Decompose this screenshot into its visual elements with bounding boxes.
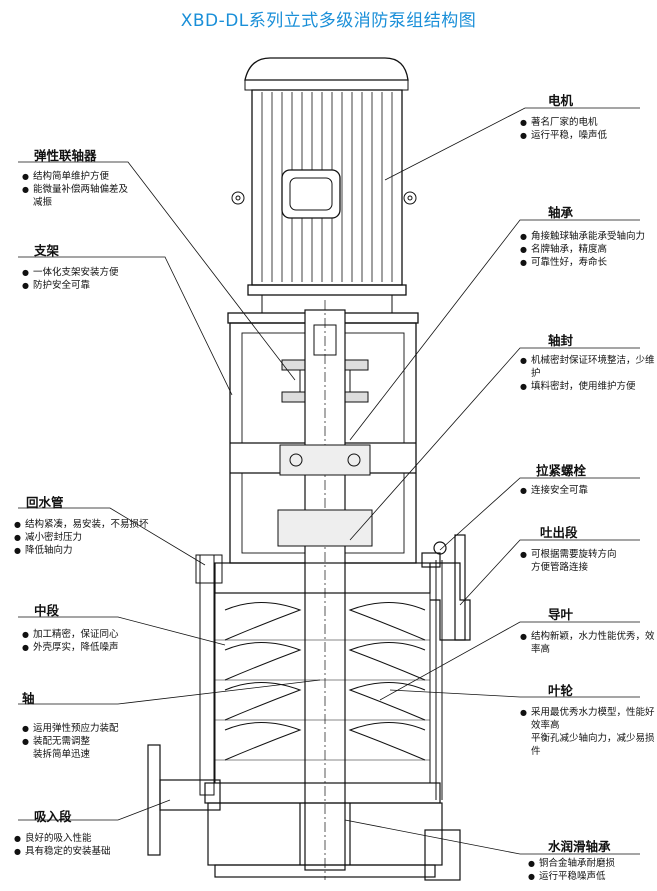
list-item: 采用最优秀水力模型，性能好效率高	[520, 706, 655, 732]
list-item: 装拆简单迅速	[33, 749, 91, 760]
list-item: 防护安全可靠	[22, 279, 162, 292]
list-item: 良好的吸入性能	[14, 832, 154, 845]
list-item: 结构紧凑，易安装，不易损坏	[14, 518, 184, 531]
bullets-bracket: 一体化支架安装方便 防护安全可靠	[22, 266, 162, 292]
label-tie-bolt: 拉紧螺栓	[536, 463, 587, 478]
bearing	[277, 444, 373, 547]
label-middle-section: 中段	[34, 603, 60, 618]
bullets-tie-bolt: 连接安全可靠	[520, 484, 650, 497]
list-item: 外壳厚实，降低噪声	[22, 641, 172, 654]
bullets-bearing: 角接触球轴承能承受轴向力 名牌轴承，精度高 可靠性好，寿命长	[520, 230, 655, 269]
suction	[147, 744, 461, 881]
label-return-pipe: 回水管	[26, 495, 64, 510]
list-item: 机械密封保证环境整洁，少维护	[520, 354, 655, 380]
list-item: 降低轴向力	[14, 544, 184, 557]
list-item: 角接触球轴承能承受轴向力	[520, 230, 655, 243]
label-discharge-section: 吐出段	[540, 525, 578, 540]
list-item: 运行平稳，噪声低	[520, 129, 650, 142]
return-pipe	[195, 554, 443, 800]
list-item: 加工精密，保证同心	[22, 628, 172, 641]
label-shaft-seal: 轴封	[548, 333, 574, 348]
list-item: 连接安全可靠	[520, 484, 650, 497]
list-item: 装配无需调整	[22, 735, 162, 748]
list-item: 具有稳定的安装基础	[14, 845, 154, 858]
label-coupling: 弹性联轴器	[34, 148, 97, 163]
list-item: 减小密封压力	[14, 531, 184, 544]
bullets-discharge-section: 可根据需要旋转方向 方便管路连接	[520, 548, 650, 574]
leader-lines	[18, 107, 640, 855]
list-item: 运用弹性预应力装配	[22, 722, 162, 735]
label-shaft: 轴	[22, 691, 35, 706]
list-item: 平衡孔减少轴向力，减少易损件	[531, 733, 655, 757]
bullets-coupling: 结构简单维护方便 能微量补偿两轴偏差及减振	[22, 170, 132, 209]
bullets-return-pipe: 结构紧凑，易安装，不易损坏 减小密封压力 降低轴向力	[14, 518, 184, 557]
label-bearing: 轴承	[548, 205, 574, 220]
list-item: 填料密封，使用维护方便	[520, 380, 655, 393]
list-item: 方便管路连接	[531, 562, 589, 573]
list-item: 运行平稳噪声低	[528, 870, 653, 883]
label-guide-vane: 导叶	[548, 607, 574, 622]
bullets-water-lubricated-bearing: 铜合金轴承耐磨损 运行平稳噪声低	[528, 857, 653, 883]
list-item: 铜合金轴承耐磨损	[528, 857, 653, 870]
list-item: 一体化支架安装方便	[22, 266, 162, 279]
motor	[231, 57, 417, 314]
label-bracket: 支架	[34, 243, 60, 258]
label-suction-section: 吸入段	[34, 809, 72, 824]
bullets-motor: 著名厂家的电机 运行平稳，噪声低	[520, 116, 650, 142]
shaft	[304, 300, 346, 880]
list-item: 著名厂家的电机	[520, 116, 650, 129]
discharge	[214, 534, 471, 641]
label-water-lubricated-bearing: 水润滑轴承	[548, 839, 611, 854]
bullets-shaft-seal: 机械密封保证环境整洁，少维护 填料密封，使用维护方便	[520, 354, 655, 393]
list-item: 能微量补偿两轴偏差及减振	[22, 183, 132, 209]
bullets-middle-section: 加工精密，保证同心 外壳厚实，降低噪声	[22, 628, 172, 654]
list-item: 名牌轴承，精度高	[520, 243, 655, 256]
list-item: 可根据需要旋转方向	[520, 548, 650, 561]
list-item: 结构新颖，水力性能优秀，效率高	[520, 630, 655, 656]
list-item: 结构简单维护方便	[22, 170, 132, 183]
bullets-suction-section: 良好的吸入性能 具有稳定的安装基础	[14, 832, 154, 858]
bullets-impeller: 采用最优秀水力模型，性能好效率高 平衡孔减少轴向力，减少易损件	[520, 706, 655, 758]
list-item: 可靠性好，寿命长	[520, 256, 655, 269]
diagram-title: XBD-DL系列立式多级消防泵组结构图	[180, 11, 477, 31]
bullets-guide-vane: 结构新颖，水力性能优秀，效率高	[520, 630, 655, 656]
label-impeller: 叶轮	[548, 683, 574, 698]
bullets-shaft: 运用弹性预应力装配 装配无需调整 装拆简单迅速	[22, 722, 162, 761]
label-motor: 电机	[548, 93, 574, 108]
